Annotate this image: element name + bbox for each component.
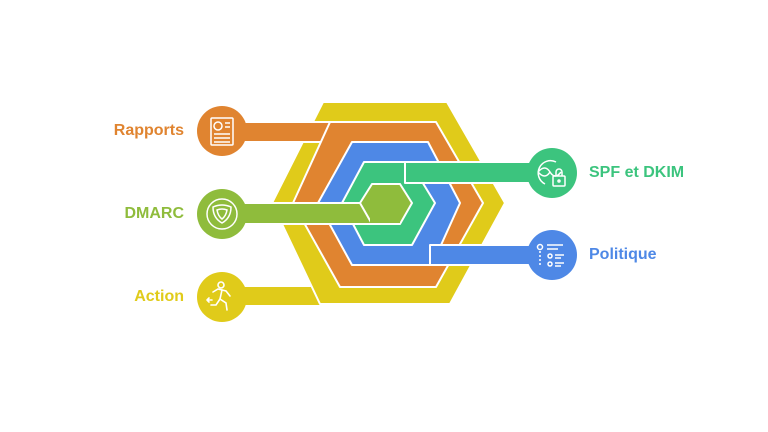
dna-lock-icon bbox=[537, 159, 566, 187]
label-action: Action bbox=[134, 288, 184, 305]
list-checklist-icon bbox=[536, 243, 564, 267]
rapports-node bbox=[197, 106, 247, 156]
label-politique: Politique bbox=[589, 246, 657, 263]
label-spf-dkim: SPF et DKIM bbox=[589, 164, 685, 181]
running-person-icon bbox=[206, 281, 231, 311]
dmarc-node bbox=[197, 189, 247, 239]
shield-icon bbox=[206, 198, 238, 230]
label-dmarc: DMARC bbox=[124, 205, 184, 222]
action-node bbox=[197, 272, 247, 322]
politique-node bbox=[527, 230, 577, 280]
report-document-icon bbox=[210, 117, 234, 146]
spf-dkim-node bbox=[527, 148, 577, 198]
label-rapports: Rapports bbox=[113, 122, 184, 139]
